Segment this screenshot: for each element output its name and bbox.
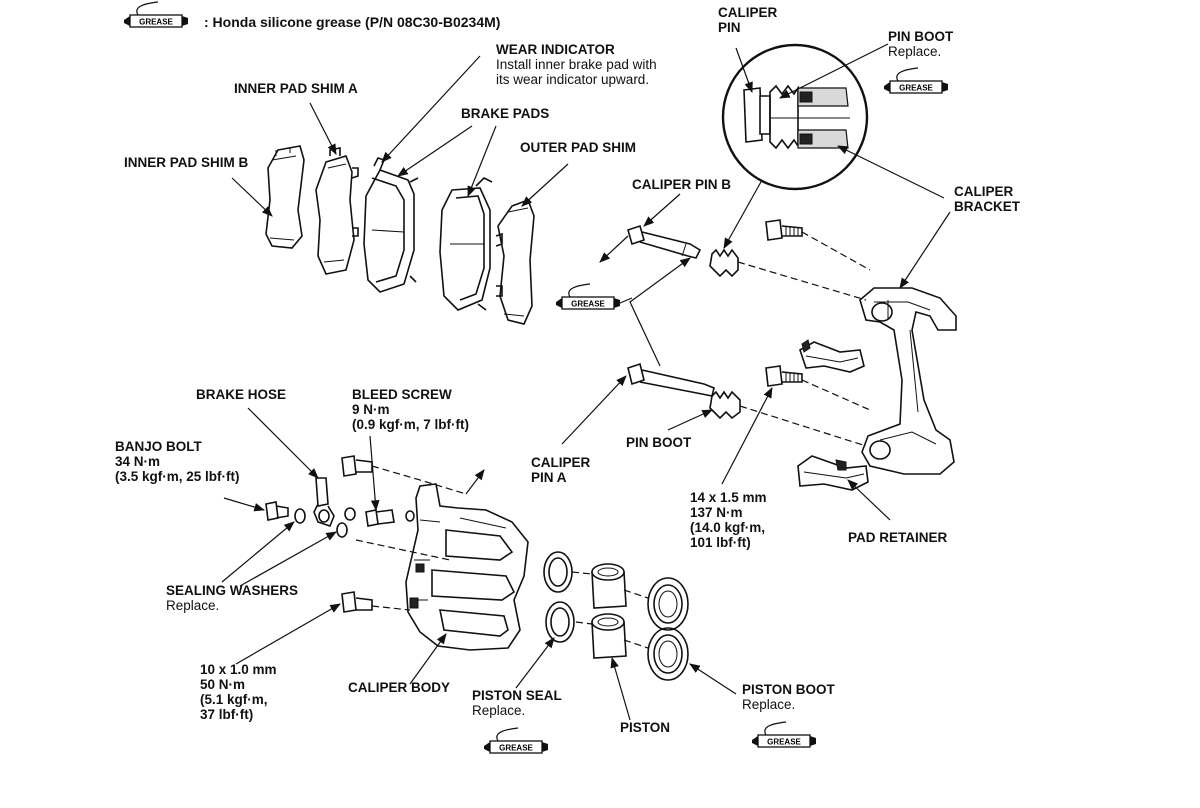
inner-pad-shim-a-part — [315, 147, 359, 275]
grease-tube-icon-piston-seal: GREASE — [483, 727, 549, 754]
label-caliper-bracket: CALIPER BRACKET — [954, 184, 1020, 214]
label-inner-pad-shim-b: INNER PAD SHIM B — [124, 155, 249, 170]
legend-grease-tube-text: GREASE — [139, 18, 173, 27]
bleed-screw-part — [365, 509, 415, 527]
outer-brake-pad-part — [439, 177, 493, 311]
grease-tube-icon-pin-boot: GREASE — [883, 67, 949, 94]
svg-text:GREASE: GREASE — [767, 738, 801, 747]
bracket-bolt-lower-part — [765, 365, 803, 387]
svg-text:GREASE: GREASE — [499, 744, 533, 753]
svg-text:GREASE: GREASE — [571, 300, 605, 309]
label-caliper-body: CALIPER BODY — [348, 680, 451, 695]
legend-text: : Honda silicone grease (P/N 08C30-B0234… — [204, 14, 501, 30]
grease-tube-icon-piston-boot: GREASE — [751, 721, 817, 748]
label-outer-pad-shim: OUTER PAD SHIM — [520, 140, 637, 155]
label-bracket-bolt-spec: 14 x 1.5 mm 137 N·m (14.0 kgf·m, 101 lbf… — [690, 490, 767, 550]
label-caliper-pin-detail: CALIPER PIN — [718, 5, 778, 35]
label-bleed-screw: BLEED SCREW 9 N·m (0.9 kgf·m, 7 lbf·ft) — [352, 387, 469, 432]
label-caliper-pin-b: CALIPER PIN B — [632, 177, 732, 192]
inner-pad-shim-b-part — [265, 145, 305, 249]
wear-indicator-note-2: its wear indicator upward. — [496, 72, 650, 87]
leader-lines — [221, 43, 951, 721]
piston-upper-part — [591, 563, 627, 609]
label-inner-pad-shim-a: INNER PAD SHIM A — [234, 81, 358, 96]
wear-indicator-note-1: Install inner brake pad with — [496, 57, 657, 72]
svg-text:GREASE: GREASE — [899, 84, 933, 93]
piston-boot-upper-part — [647, 577, 689, 631]
bracket-bolt-upper-part — [765, 219, 803, 241]
piston-seal-upper-part — [543, 551, 573, 593]
label-piston: PISTON — [620, 720, 671, 735]
inner-brake-pad-part — [363, 157, 419, 293]
label-pin-boot-detail: PIN BOOT Replace. — [888, 29, 954, 59]
grease-tube-icon-caliper-pin: GREASE — [555, 283, 633, 310]
label-piston-seal: PISTON SEAL Replace. — [472, 688, 562, 718]
sealing-washer-parts — [294, 507, 356, 538]
pin-boot-lower-part — [709, 390, 741, 420]
pin-boot-upper-part — [709, 248, 739, 278]
caliper-bracket-part — [859, 287, 957, 475]
label-piston-boot: PISTON BOOT Replace. — [742, 682, 835, 712]
caliper-pin-b-part — [627, 224, 702, 259]
caliper-body-lower-bolt-part — [341, 591, 373, 613]
pad-retainer-lower-part — [797, 455, 869, 491]
label-caliper-body-bolt-spec: 10 x 1.0 mm 50 N·m (5.1 kgf·m, 37 lbf·ft… — [200, 662, 277, 722]
wear-indicator-title: WEAR INDICATOR — [496, 42, 615, 57]
banjo-bolt-part — [265, 501, 289, 521]
pad-retainer-upper-part — [799, 339, 865, 373]
caliper-body-upper-bolt-part — [341, 455, 373, 477]
brake-hose-part — [313, 477, 335, 527]
label-caliper-pin-a: CALIPER PIN A — [531, 455, 591, 485]
label-brake-hose: BRAKE HOSE — [196, 387, 287, 402]
piston-boot-lower-part — [647, 627, 689, 681]
label-pad-retainer: PAD RETAINER — [848, 530, 948, 545]
label-wear-indicator: WEAR INDICATOR Install inner brake pad w… — [496, 42, 657, 87]
assembly-lines — [355, 231, 871, 649]
label-banjo-bolt: BANJO BOLT 34 N·m (3.5 kgf·m, 25 lbf·ft) — [115, 439, 240, 484]
pin-boot-detail-circle — [721, 43, 869, 191]
caliper-pin-a-part — [627, 362, 715, 397]
legend-grease-tube-icon: GREASE — [123, 1, 189, 28]
caliper-body-part — [405, 483, 529, 651]
label-brake-pads: BRAKE PADS — [461, 106, 550, 121]
outer-pad-shim-part — [495, 198, 535, 325]
piston-seal-lower-part — [545, 601, 575, 643]
piston-lower-part — [591, 613, 627, 659]
label-sealing-washers: SEALING WASHERS Replace. — [166, 583, 299, 613]
label-pin-boot: PIN BOOT — [626, 435, 692, 450]
